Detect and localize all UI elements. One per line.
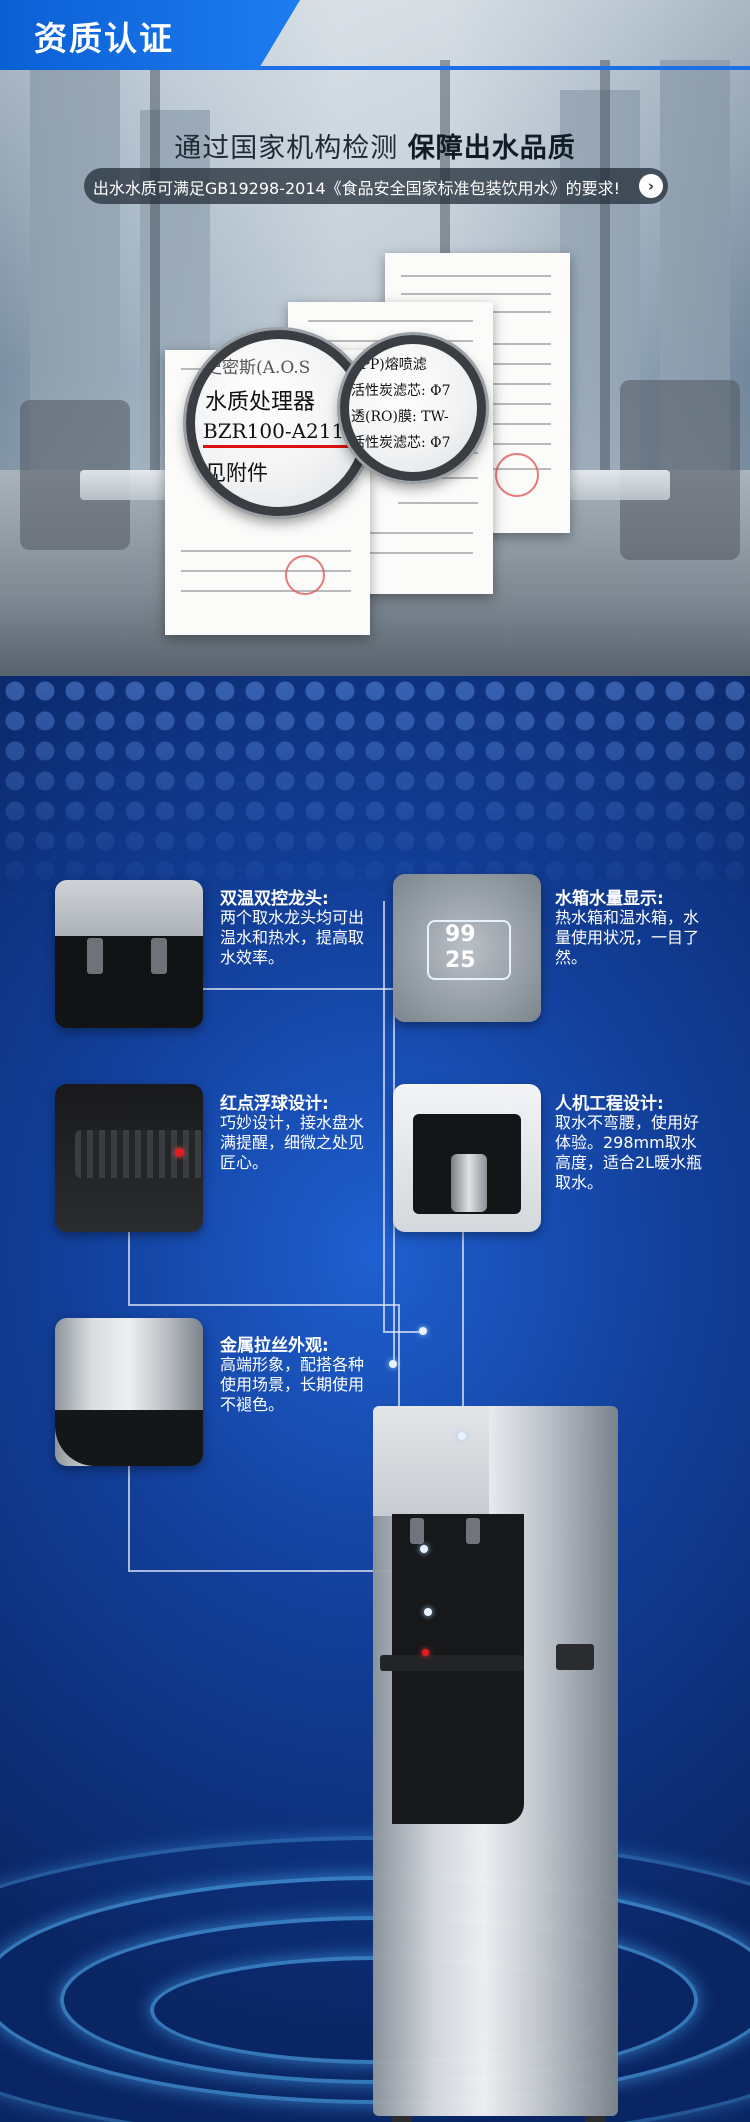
standard-banner	[84, 168, 668, 204]
seal-stamp	[495, 453, 539, 497]
header-underline	[0, 66, 750, 70]
leader-line	[128, 1232, 130, 1304]
red-float-dot	[175, 1148, 184, 1157]
red-underline	[203, 445, 353, 448]
header-tab	[0, 0, 300, 70]
magnified-model-number: BZR100-A2111,	[203, 419, 364, 443]
display-warm-value: 25	[445, 948, 476, 973]
drip-tray	[75, 1130, 203, 1178]
leader-line	[128, 988, 393, 990]
feature-title: 金属拉丝外观:	[220, 1336, 329, 1356]
connector-point	[389, 1360, 397, 1368]
feature-title: 水箱水量显示:	[555, 889, 664, 909]
faucet-icon	[151, 938, 167, 974]
chevron-right-icon: ›	[639, 174, 663, 198]
drip-tray	[380, 1655, 524, 1671]
feature-title: 人机工程设计:	[555, 1094, 664, 1114]
feature-title: 红点浮球设计:	[220, 1094, 329, 1114]
magnified-text: 透(RO)膜: TW-	[351, 409, 449, 425]
features-section: 99 25 双温双控龙头: 两个取水龙头均可出温水和热水，提高取水效率。 水箱水…	[0, 676, 750, 2122]
faucet-icon	[87, 938, 103, 974]
magnified-text: 活性炭滤芯: Φ7	[351, 383, 451, 399]
steel-body	[55, 1184, 203, 1232]
faucet-icon	[466, 1518, 480, 1544]
seal-stamp	[285, 555, 325, 595]
window-frame	[150, 60, 160, 480]
magnified-text: (PP)熔喷滤	[355, 357, 427, 373]
window-frame	[600, 60, 610, 480]
magnified-text: 水质处理器	[205, 390, 316, 415]
leader-line	[128, 1462, 130, 1570]
side-handle	[556, 1644, 594, 1670]
certification-section: 资质认证 通过国家机构检测 保障出水品质 出水水质可满足GB19298-2014…	[0, 0, 750, 676]
display-hot-value: 99	[445, 922, 476, 947]
connector-point	[419, 1327, 427, 1335]
leader-line	[383, 901, 385, 1331]
display-frame	[427, 920, 511, 980]
leader-line	[462, 1206, 464, 1436]
leader-line	[383, 1331, 423, 1333]
feature-desc: 取水不弯腰，使用好体验。298mm取水高度，适合2L暖水瓶取水。	[555, 1113, 703, 1192]
headline-normal: 通过国家机构检测	[174, 133, 408, 164]
leader-line	[128, 1570, 428, 1572]
standard-text: 出水水质可满足GB19298-2014《食品安全国家标准包装饮用水》的要求!	[92, 179, 621, 198]
thumb-ergonomic	[393, 1084, 541, 1232]
magnifier-right: (PP)熔喷滤 活性炭滤芯: Φ7 透(RO)膜: TW- 活性炭滤芯: Φ7	[340, 335, 486, 481]
connector-point	[424, 1608, 432, 1616]
feature-desc: 高端形象，配搭各种使用场景，长期使用不褪色。	[220, 1355, 365, 1414]
feature-title: 双温双控龙头:	[220, 889, 329, 909]
leader-line	[128, 1304, 398, 1306]
red-float-dot	[422, 1649, 429, 1656]
connector-point	[458, 1432, 466, 1440]
headline-bold: 保障出水品质	[407, 133, 576, 164]
feature-desc: 热水箱和温水箱，水量使用状况，一目了然。	[555, 908, 700, 967]
foot	[585, 2116, 605, 2122]
thumb-dual-faucet	[55, 880, 203, 1028]
faucet-icon	[410, 1518, 424, 1544]
foot	[392, 2116, 412, 2122]
connector-point	[420, 1545, 428, 1553]
dot-pattern	[0, 676, 750, 906]
feature-desc: 巧妙设计，接水盘水满提醒，细微之处见匠心。	[220, 1113, 365, 1172]
magnified-text: 活性炭滤芯: Φ7	[351, 435, 451, 451]
thumb-water-display: 99 25	[393, 874, 541, 1022]
magnified-text: 见附件	[205, 461, 268, 485]
feature-desc: 两个取水龙头均可出温水和热水，提高取水效率。	[220, 908, 365, 967]
control-panel	[373, 1406, 489, 1516]
certification-headline: 通过国家机构检测 保障出水品质	[0, 126, 750, 165]
kettle-icon	[451, 1154, 487, 1212]
thumb-metal-finish	[55, 1318, 203, 1466]
section-title: 资质认证	[34, 19, 174, 58]
magnified-text: 史密斯(A.O.S	[205, 358, 311, 378]
thumb-float-ball	[55, 1084, 203, 1232]
